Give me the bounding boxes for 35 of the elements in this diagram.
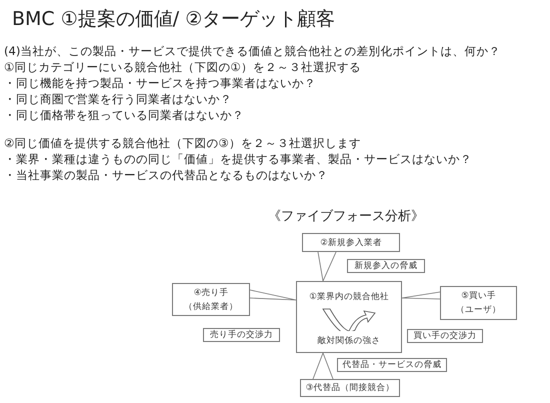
node-text: 代替品・サービスの脅威 bbox=[342, 359, 442, 372]
node-text: ①業界内の競合他社 bbox=[309, 291, 389, 304]
callout-tail bbox=[402, 292, 440, 300]
node-text: ②新規参入業者 bbox=[320, 236, 382, 250]
force-label-box bbox=[407, 329, 483, 343]
node-text: 敵対関係の強さ bbox=[318, 334, 380, 348]
text-line: ・業界・業種は違うものの同じ「価値」を提供する事業者、製品・サービスはないか？ bbox=[4, 152, 472, 167]
callout-box bbox=[302, 233, 400, 252]
callout-box bbox=[440, 286, 517, 320]
center-box bbox=[296, 281, 402, 353]
text-line: ・同じ商圏で営業を行う同業者はないか？ bbox=[4, 92, 232, 107]
node-text: ③代替品（間接競合） bbox=[306, 382, 394, 395]
callout-box bbox=[172, 283, 250, 316]
text-line: ①同じカテゴリーにいる競合他社（下図の①）を２～３社選択する bbox=[4, 60, 361, 75]
node-text: （ユーザ） bbox=[456, 304, 501, 317]
force-label-box bbox=[337, 358, 447, 372]
node-text: 新規参入の脅威 bbox=[354, 260, 418, 273]
text-line: 《ファイブフォース分析》 bbox=[268, 208, 424, 225]
text-line: (4)当社が、この製品・サービスで提供できる価値と競合他社との差別化ポイントは、何か？ bbox=[4, 44, 500, 59]
text-line: ②同じ価値を提供する競合他社（下図の③）を２～３社選択します bbox=[4, 136, 361, 151]
node-text: 買い手の交渉力 bbox=[414, 330, 476, 343]
callout-tail bbox=[312, 352, 334, 380]
node-text: 売り手の交渉力 bbox=[210, 328, 273, 342]
title: BMC ①提案の価値/ ②ターゲット顧客 bbox=[12, 7, 336, 32]
force-label-box bbox=[203, 328, 280, 342]
node-text: ⑤買い手 bbox=[461, 290, 496, 303]
callout-box bbox=[300, 379, 400, 397]
node-text: ④売り手 bbox=[194, 286, 228, 300]
text-line: ・同じ価格帯を狙っている同業者はないか？ bbox=[4, 108, 244, 123]
callout-tail bbox=[318, 252, 336, 282]
node-text: （供給業者） bbox=[184, 300, 238, 314]
text-line: ・当社事業の製品・サービスの代替品となるものはないか？ bbox=[4, 168, 328, 183]
callout-tail bbox=[250, 290, 296, 300]
text-line: ・同じ機能を持つ製品・サービスを持つ事業者はないか？ bbox=[4, 76, 316, 91]
force-label-box bbox=[347, 259, 425, 273]
